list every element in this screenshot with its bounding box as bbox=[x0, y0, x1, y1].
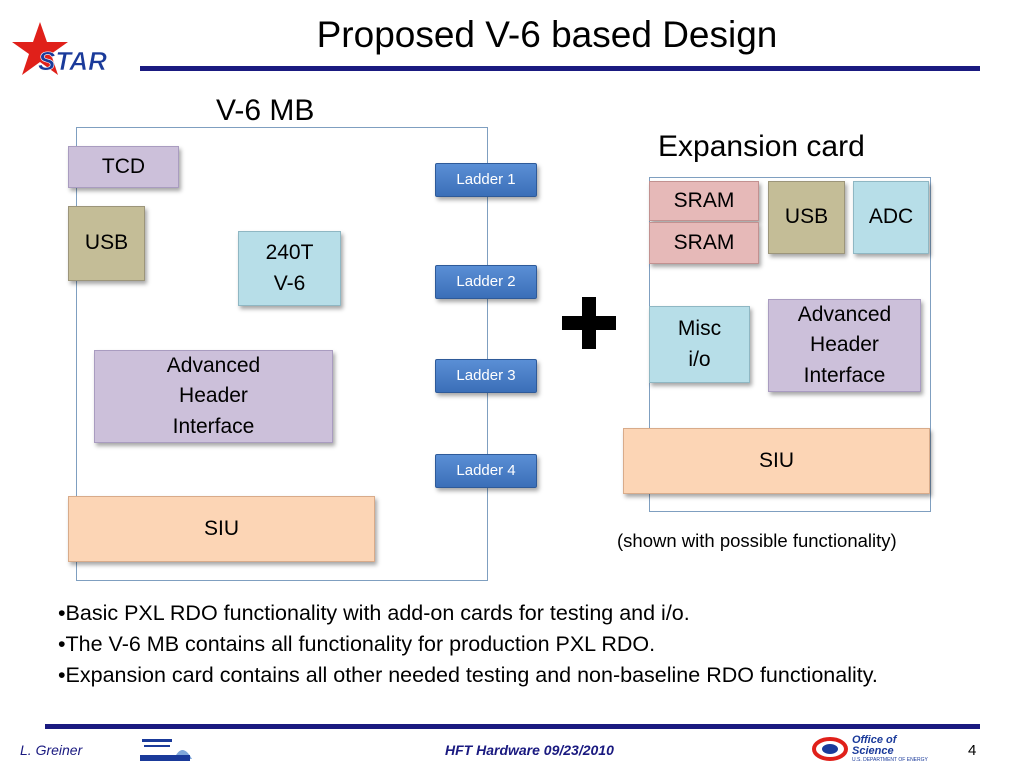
plus-icon bbox=[562, 297, 616, 349]
mb-siu: SIU bbox=[68, 496, 375, 562]
exp-ahi-line3: Interface bbox=[803, 363, 886, 387]
bullet-item: •Expansion card contains all other neede… bbox=[58, 663, 878, 687]
exp-sram-2: SRAM bbox=[649, 222, 759, 264]
lab-logo-icon bbox=[140, 739, 192, 761]
doe-line1: Office of bbox=[852, 734, 897, 746]
exp-ahi-line1: Advanced bbox=[797, 302, 892, 326]
exp-misc-line2: i/o bbox=[688, 347, 711, 371]
ladder-1: Ladder 1 bbox=[435, 163, 537, 197]
mb-label: V-6 MB bbox=[216, 94, 315, 127]
mb-fpga-line1: 240T bbox=[265, 241, 314, 265]
lab-logo bbox=[138, 733, 196, 765]
exp-sram-1: SRAM bbox=[649, 181, 759, 221]
star-logo: STAR bbox=[10, 20, 130, 80]
doe-line2: Science bbox=[852, 745, 894, 757]
ladder-4: Ladder 4 bbox=[435, 454, 537, 488]
exp-adc: ADC bbox=[853, 181, 929, 254]
bullet-list: •Basic PXL RDO functionality with add-on… bbox=[58, 598, 958, 691]
page-number: 4 bbox=[968, 742, 977, 759]
mb-fpga-line2: V-6 bbox=[273, 271, 306, 295]
mb-fpga: 240T V-6 bbox=[238, 231, 341, 306]
footer-author: L. Greiner bbox=[20, 742, 83, 758]
bullet-item: •The V-6 MB contains all functionality f… bbox=[58, 632, 656, 656]
bottom-rule bbox=[45, 724, 980, 729]
mb-tcd: TCD bbox=[68, 146, 179, 188]
exp-misc-io: Misc i/o bbox=[649, 306, 750, 383]
exp-advanced-header-interface: Advanced Header Interface bbox=[768, 299, 921, 392]
expansion-note: (shown with possible functionality) bbox=[617, 530, 897, 551]
expansion-label: Expansion card bbox=[658, 130, 865, 163]
exp-siu: SIU bbox=[623, 428, 930, 494]
footer-center: HFT Hardware 09/23/2010 bbox=[445, 742, 614, 758]
mb-ahi-line2: Header bbox=[179, 384, 248, 408]
star-logo-text: STAR bbox=[38, 46, 107, 76]
mb-usb: USB bbox=[68, 206, 145, 281]
top-rule bbox=[140, 66, 980, 71]
doe-line3: U.S. DEPARTMENT OF ENERGY bbox=[852, 757, 928, 763]
exp-misc-line1: Misc bbox=[677, 317, 722, 341]
doe-swirl-icon bbox=[812, 737, 848, 761]
mb-advanced-header-interface: Advanced Header Interface bbox=[94, 350, 333, 443]
slide-title: Proposed V-6 based Design bbox=[316, 14, 778, 55]
mb-ahi-line1: Advanced bbox=[166, 353, 261, 377]
exp-usb: USB bbox=[768, 181, 845, 254]
mb-ahi-line3: Interface bbox=[172, 414, 255, 438]
bullet-item: •Basic PXL RDO functionality with add-on… bbox=[58, 601, 690, 625]
ladder-2: Ladder 2 bbox=[435, 265, 537, 299]
exp-ahi-line2: Header bbox=[810, 333, 879, 357]
doe-logo: Office of Science U.S. DEPARTMENT OF ENE… bbox=[812, 733, 928, 765]
ladder-3: Ladder 3 bbox=[435, 359, 537, 393]
star-icon: STAR bbox=[12, 22, 107, 76]
